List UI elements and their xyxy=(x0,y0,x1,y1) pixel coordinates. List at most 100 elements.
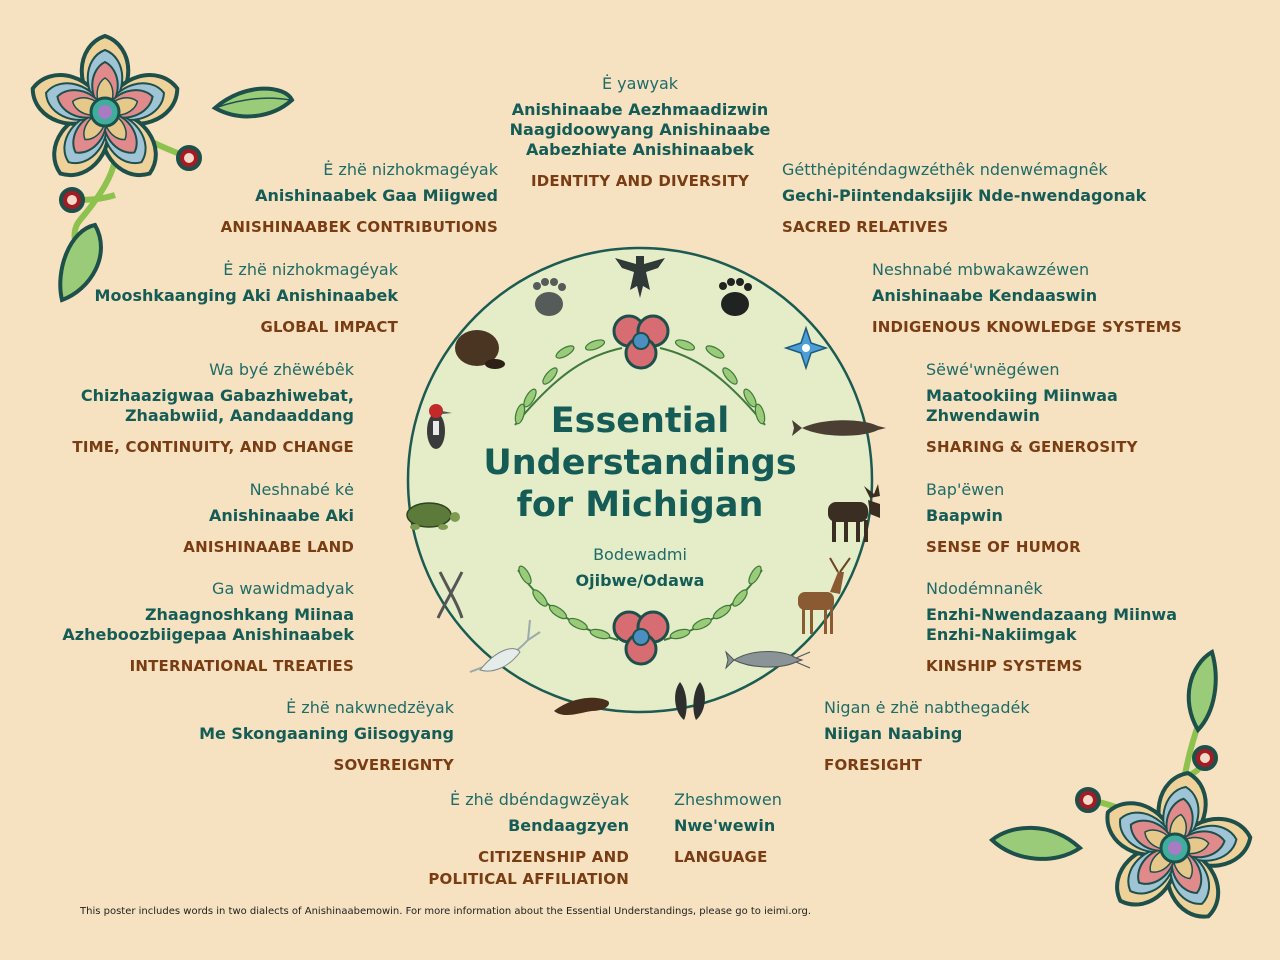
bodewadmi-term: Bap'ëwen xyxy=(926,480,1005,499)
section-land: Neshnabé kė Anishinaabe Aki ANISHINAABE … xyxy=(0,480,354,558)
ojibwe-term: Enzhi-Nwendazaang Miinwa Enzhi-Nakiimgak xyxy=(926,605,1280,645)
ojibwe-term: Anishinaabe Aezhmaadizwin Naagidoowyang … xyxy=(420,100,860,160)
ojibwe-term: Anishinaabe Aki xyxy=(208,506,354,525)
english-term: SACRED RELATIVES xyxy=(782,218,949,236)
ojibwe-term: Anishinaabe Kendaaswin xyxy=(872,286,1098,305)
english-term: IDENTITY AND DIVERSITY xyxy=(530,172,750,190)
english-term: CITIZENSHIP AND POLITICAL AFFILIATION xyxy=(189,846,629,890)
section-time: Wa byé zhëwébêk Chizhaazigwaa Gabazhiweb… xyxy=(0,360,354,458)
section-sharing: Sëwé'wnëgéwen Maatookiing Miinwaa Zhwend… xyxy=(926,360,1280,458)
catfish-icon xyxy=(725,650,811,670)
english-term: SOVEREIGNTY xyxy=(333,756,454,774)
ojibwe-line: Anishinaabe Aezhmaadizwin xyxy=(511,100,769,119)
ojibwe-term: Mooshkaanging Aki Anishinaabek xyxy=(94,286,398,305)
moose-icon xyxy=(828,484,880,542)
english-term: INDIGENOUS KNOWLEDGE SYSTEMS xyxy=(872,318,1183,336)
section-kinship: Ndodémnanêk Enzhi-Nwendazaang Miinwa Enz… xyxy=(926,579,1280,677)
beaver-icon xyxy=(455,330,505,369)
bodewadmi-term: Wa byé zhëwébêk xyxy=(209,360,354,379)
deer-icon xyxy=(798,557,851,634)
section-knowledge: Neshnabé mbwakawzéwen Anishinaabe Kendaa… xyxy=(872,260,1280,338)
deer-tracks-icon xyxy=(675,682,705,720)
ojibwe-term: Anishinaabek Gaa Miigwed xyxy=(255,186,498,205)
center-circle xyxy=(406,246,874,714)
corner-flower-top-left-icon xyxy=(30,33,295,303)
english-term: KINSHIP SYSTEMS xyxy=(926,657,1083,675)
ojibwe-term: Bendaagzyen xyxy=(508,816,629,835)
ojibwe-line: Azheboozbiigepaa Anishinaabek xyxy=(62,625,354,644)
ojibwe-line: Maatookiing Miinwaa xyxy=(926,386,1118,405)
ojibwe-term: Me Skongaaning Giisogyang xyxy=(199,724,454,743)
turtle-icon xyxy=(406,502,460,530)
section-sacred: Gétthėpiténdagwzéthêk ndenwémagnêk Gechi… xyxy=(782,160,1222,238)
ojibwe-line: Naagidoowyang Anishinaabe xyxy=(509,120,771,139)
legend-ojibwe: Ojibwe/Odawa xyxy=(575,571,705,590)
bodewadmi-term: Ė yawyak xyxy=(601,74,679,93)
bodewadmi-term: Sëwé'wnëgéwen xyxy=(926,360,1060,379)
ojibwe-term: Chizhaazigwaa Gabazhiwebat, Zhaabwiid, A… xyxy=(0,386,354,426)
thunderbird-icon xyxy=(615,256,665,298)
bodewadmi-term: Ė zhë dbéndagwzëyak xyxy=(450,790,629,809)
ojibwe-term: Maatookiing Miinwaa Zhwendawin xyxy=(926,386,1280,426)
ojibwe-line: Zhaabwiid, Aandaaddang xyxy=(124,406,354,425)
title-line: Essential xyxy=(550,401,730,441)
bodewadmi-term: Ga wawidmadyak xyxy=(212,579,354,598)
english-term: GLOBAL IMPACT xyxy=(260,318,398,336)
bodewadmi-term: Neshnabé kė xyxy=(249,480,354,499)
bodewadmi-term: Ė zhë nizhokmagéyak xyxy=(323,160,498,179)
english-term: TIME, CONTINUITY, AND CHANGE xyxy=(72,438,354,456)
section-global: Ė zhë nizhokmagéyak Mooshkaanging Aki An… xyxy=(0,260,398,338)
ojibwe-line: Zhwendawin xyxy=(926,406,1040,425)
bodewadmi-term: Ndodémnanêk xyxy=(926,579,1043,598)
bodewadmi-term: Neshnabé mbwakawzéwen xyxy=(872,260,1090,279)
english-line: POLITICAL AFFILIATION xyxy=(428,870,629,888)
section-language: Zheshmowen Nwe'wewin LANGUAGE xyxy=(674,790,1114,868)
ojibwe-term: Nwe'wewin xyxy=(674,816,776,835)
english-line: CITIZENSHIP AND xyxy=(478,848,629,866)
lower-flower-icon xyxy=(517,565,763,666)
woodpecker-icon xyxy=(427,404,452,449)
section-humor: Bap'ëwen Baapwin SENSE OF HUMOR xyxy=(926,480,1280,558)
english-term: ANISHINAABEK CONTRIBUTIONS xyxy=(220,218,498,236)
ojibwe-line: Enzhi-Nwendazaang Miinwa xyxy=(926,605,1177,624)
compass-star-icon xyxy=(783,325,829,371)
crossed-lines-icon xyxy=(436,571,464,619)
title-line: for Michigan xyxy=(516,485,764,525)
ojibwe-line: Zhaagnoshkang Miinaa xyxy=(144,605,354,624)
english-term: LANGUAGE xyxy=(674,848,768,866)
ojibwe-term: Niigan Naabing xyxy=(824,724,963,743)
english-term: FORESIGHT xyxy=(824,756,923,774)
title-line: Understandings xyxy=(483,443,797,483)
english-term: SHARING & GENEROSITY xyxy=(926,438,1138,456)
ojibwe-term: Zhaagnoshkang Miinaa Azheboozbiigepaa An… xyxy=(0,605,354,645)
section-contributions: Ė zhë nizhokmagéyak Anishinaabek Gaa Mii… xyxy=(58,160,498,238)
corner-flower-bottom-right-icon xyxy=(988,648,1253,919)
bodewadmi-term: Zheshmowen xyxy=(674,790,782,809)
ojibwe-line: Chizhaazigwaa Gabazhiwebat, xyxy=(80,386,354,405)
upper-flower-icon xyxy=(514,314,766,426)
legend-bodewadmi: Bodewadmi xyxy=(593,545,687,564)
bear-paw-icon xyxy=(719,278,752,316)
poster-title: Essential Understandings for Michigan xyxy=(450,400,830,526)
ojibwe-term: Baapwin xyxy=(926,506,1003,525)
section-treaties: Ga wawidmadyak Zhaagnoshkang Miinaa Azhe… xyxy=(0,579,354,677)
ojibwe-term: Gechi-Piintendaksijik Nde-nwendagonak xyxy=(782,186,1147,205)
english-term: ANISHINAABE LAND xyxy=(183,538,354,556)
bodewadmi-term: Nigan ė zhë nabthegadék xyxy=(824,698,1030,717)
section-sovereignty: Ė zhë nakwnedzëyak Me Skongaaning Giisog… xyxy=(14,698,454,776)
english-term: INTERNATIONAL TREATIES xyxy=(129,657,354,675)
bodewadmi-term: Ė zhë nizhokmagéyak xyxy=(223,260,398,279)
section-identity: Ė yawyak Anishinaabe Aezhmaadizwin Naagi… xyxy=(420,74,860,192)
sturgeon-icon xyxy=(792,420,886,436)
section-foresight: Nigan ė zhë nabthegadék Niigan Naabing F… xyxy=(824,698,1264,776)
footnote: This poster includes words in two dialec… xyxy=(80,906,812,917)
otter-icon xyxy=(554,697,610,716)
section-citizenship: Ė zhë dbéndagwzëyak Bendaagzyen CITIZENS… xyxy=(189,790,629,890)
crane-icon xyxy=(469,619,541,673)
ojibwe-line: Aabezhiate Anishinaabek xyxy=(525,140,755,159)
ojibwe-line: Enzhi-Nakiimgak xyxy=(926,625,1077,644)
bear-paw-icon xyxy=(533,278,566,316)
bodewadmi-term: Gétthėpiténdagwzéthêk ndenwémagnêk xyxy=(782,160,1108,179)
bodewadmi-term: Ė zhë nakwnedzëyak xyxy=(286,698,454,717)
